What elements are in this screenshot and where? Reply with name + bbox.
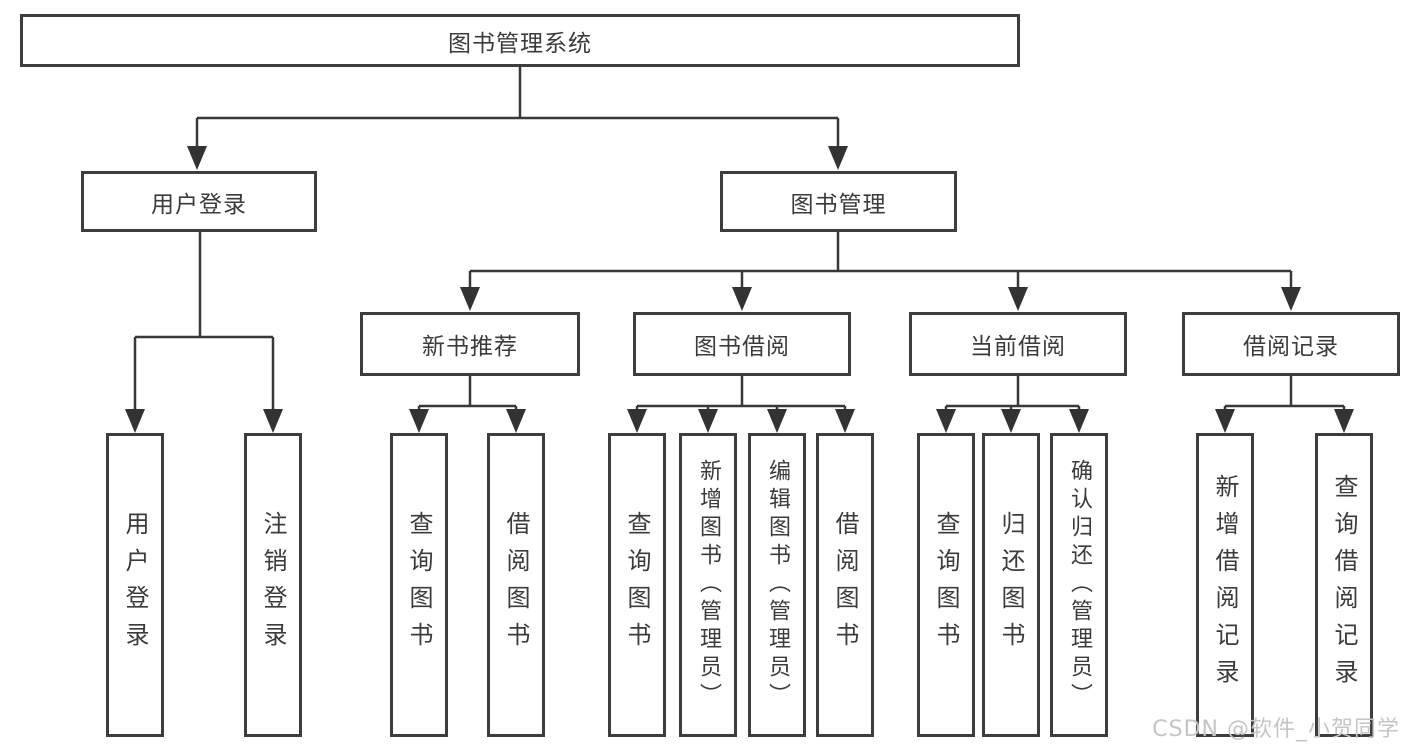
node-label: 当前借阅 bbox=[970, 334, 1066, 360]
leaf-recommend-query-books: 查询图书 bbox=[390, 433, 448, 737]
node-label: 查询图书 bbox=[405, 511, 433, 659]
leaf-current-confirm-return-admin: 确认归还（管理员） bbox=[1050, 433, 1108, 737]
csdn-watermark: CSDN @软件_小贺同学 bbox=[1152, 717, 1400, 742]
node-new-book-recommend: 新书推荐 bbox=[360, 312, 580, 376]
node-label: 查询图书 bbox=[932, 511, 960, 659]
leaf-records-query-record: 查询借阅记录 bbox=[1315, 433, 1373, 737]
node-label: 注销登录 bbox=[259, 511, 287, 659]
node-label: 新增借阅记录 bbox=[1211, 474, 1239, 696]
node-label: 图书管理系统 bbox=[448, 30, 592, 57]
node-current-borrowing: 当前借阅 bbox=[909, 312, 1127, 376]
node-label: 查询借阅记录 bbox=[1330, 474, 1358, 696]
node-label: 新增图书（管理员） bbox=[696, 459, 721, 711]
leaf-borrowing-add-books-admin: 新增图书（管理员） bbox=[679, 433, 737, 737]
leaf-current-return-books: 归还图书 bbox=[982, 433, 1040, 737]
arrowhead-icons bbox=[125, 146, 1354, 433]
leaf-borrowing-query-books: 查询图书 bbox=[608, 433, 666, 737]
node-label: 图书借阅 bbox=[694, 334, 790, 360]
node-label: 确认归还（管理员） bbox=[1067, 459, 1092, 711]
node-label: 新书推荐 bbox=[422, 334, 518, 360]
node-label: 归还图书 bbox=[997, 511, 1025, 659]
node-label: 编辑图书（管理员） bbox=[765, 459, 790, 711]
node-label: 用户登录 bbox=[151, 191, 247, 218]
leaf-current-query-books: 查询图书 bbox=[917, 433, 975, 737]
leaf-records-add-record: 新增借阅记录 bbox=[1196, 433, 1254, 737]
node-label: 用户登录 bbox=[121, 511, 149, 659]
node-library-management-system: 图书管理系统 bbox=[20, 14, 1020, 67]
node-label: 借阅记录 bbox=[1243, 334, 1339, 360]
node-label: 图书管理 bbox=[790, 191, 887, 218]
leaf-borrowing-borrow-books: 借阅图书 bbox=[816, 433, 874, 737]
node-book-management: 图书管理 bbox=[720, 171, 957, 232]
leaf-user-login: 用户登录 bbox=[106, 433, 164, 737]
leaf-recommend-borrow-books: 借阅图书 bbox=[487, 433, 545, 737]
node-borrowing-records: 借阅记录 bbox=[1182, 312, 1400, 376]
node-book-borrowing: 图书借阅 bbox=[633, 312, 851, 376]
node-label: 借阅图书 bbox=[831, 511, 859, 659]
node-label: 借阅图书 bbox=[502, 511, 530, 659]
node-label: 查询图书 bbox=[623, 511, 651, 659]
leaf-logout-login: 注销登录 bbox=[244, 433, 302, 737]
leaf-borrowing-edit-books-admin: 编辑图书（管理员） bbox=[748, 433, 806, 737]
node-user-login: 用户登录 bbox=[81, 171, 317, 232]
